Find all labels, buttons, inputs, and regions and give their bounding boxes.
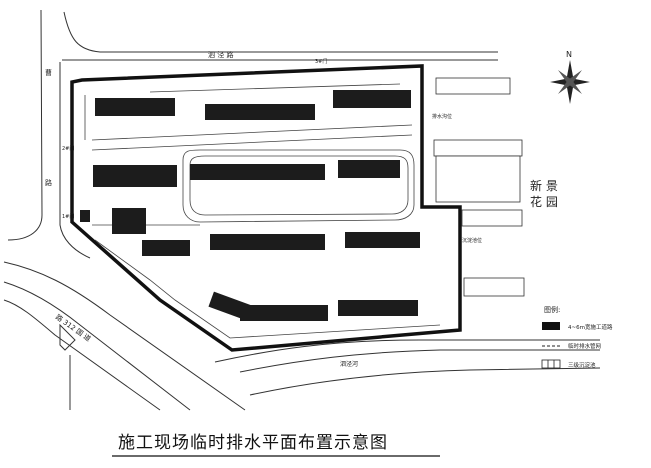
building-7 bbox=[142, 240, 190, 256]
building-9 bbox=[345, 232, 420, 248]
building-1 bbox=[95, 98, 175, 116]
building-2 bbox=[205, 104, 315, 120]
neighbor-name-line2: 花 园 bbox=[530, 194, 558, 209]
neighbor-building-1 bbox=[435, 77, 511, 95]
annotation-tag-b: 沉淀池位 bbox=[462, 237, 482, 244]
legend-title: 图例: bbox=[544, 305, 560, 314]
building-blocks bbox=[80, 90, 420, 321]
legend-road-swatch bbox=[542, 322, 560, 330]
compass-icon: N bbox=[550, 50, 590, 104]
neighbor-buildings: 新 景 花 园 bbox=[433, 77, 558, 297]
building-3 bbox=[333, 90, 411, 108]
building-12 bbox=[338, 300, 418, 316]
gate-block bbox=[80, 210, 90, 222]
building-6 bbox=[338, 160, 400, 178]
north-road-label: 泗 泾 路 bbox=[208, 50, 233, 59]
legend-tank-swatch bbox=[541, 359, 561, 369]
neighbor-courtyard bbox=[435, 155, 521, 203]
legend-item-road: 4~6m宽施工道路 bbox=[568, 323, 613, 331]
diagram-title: 施工现场临时排水平面布置示意图 bbox=[118, 433, 388, 453]
neighbor-building-4 bbox=[463, 277, 525, 297]
neighbor-name-line1: 新 景 bbox=[530, 178, 558, 193]
compass-n-label: N bbox=[566, 50, 572, 59]
building-8 bbox=[210, 234, 325, 250]
gate-north-label: 3#门 bbox=[315, 58, 327, 65]
west-road-label-a: 曹 bbox=[45, 68, 52, 77]
site-boundary bbox=[70, 64, 462, 352]
south-river: 泗泾河 bbox=[214, 339, 601, 396]
west-road-label-b: 路 bbox=[45, 178, 52, 187]
building-4 bbox=[93, 165, 177, 187]
building-11 bbox=[240, 305, 328, 321]
office-block bbox=[112, 208, 146, 234]
north-road: 泗 泾 路 bbox=[62, 11, 498, 61]
legend-item-pipe: 临时排水管网 bbox=[568, 342, 602, 350]
gate-west-2-label: 1#门 bbox=[62, 213, 74, 220]
neighbor-building-2 bbox=[433, 139, 523, 157]
construction-roads bbox=[84, 83, 441, 339]
legend: 图例: 4~6m宽施工道路 临时排水管网 三级沉淀池 bbox=[541, 305, 613, 369]
west-road: 曹 路 bbox=[7, 9, 91, 259]
south-river-label: 泗泾河 bbox=[340, 360, 358, 368]
neighbor-building-3 bbox=[461, 209, 523, 227]
legend-item-tank: 三级沉淀池 bbox=[568, 361, 596, 369]
building-5 bbox=[190, 164, 325, 180]
annotation-tag-a: 排水沟位 bbox=[432, 113, 452, 120]
gate-west-1-label: 2#门 bbox=[62, 145, 74, 152]
